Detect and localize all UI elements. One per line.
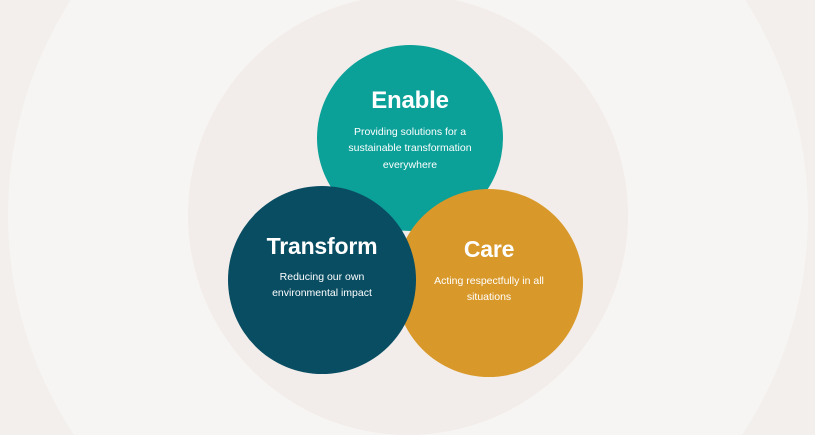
circle-care-title: Care bbox=[463, 236, 515, 262]
circle-care[interactable]: Care Acting respectfully in all situatio… bbox=[395, 189, 583, 377]
circle-transform[interactable]: Transform Reducing our own environmental… bbox=[228, 186, 416, 374]
circle-transform-description: Reducing our own environmental impact bbox=[272, 271, 372, 300]
circle-transform-title: Transform bbox=[266, 233, 378, 259]
circle-care-description: Acting respectfully in all situations bbox=[434, 275, 544, 304]
circle-enable-title: Enable bbox=[371, 87, 449, 114]
circle-enable-description: Providing solutions for a sustainable tr… bbox=[348, 126, 472, 171]
